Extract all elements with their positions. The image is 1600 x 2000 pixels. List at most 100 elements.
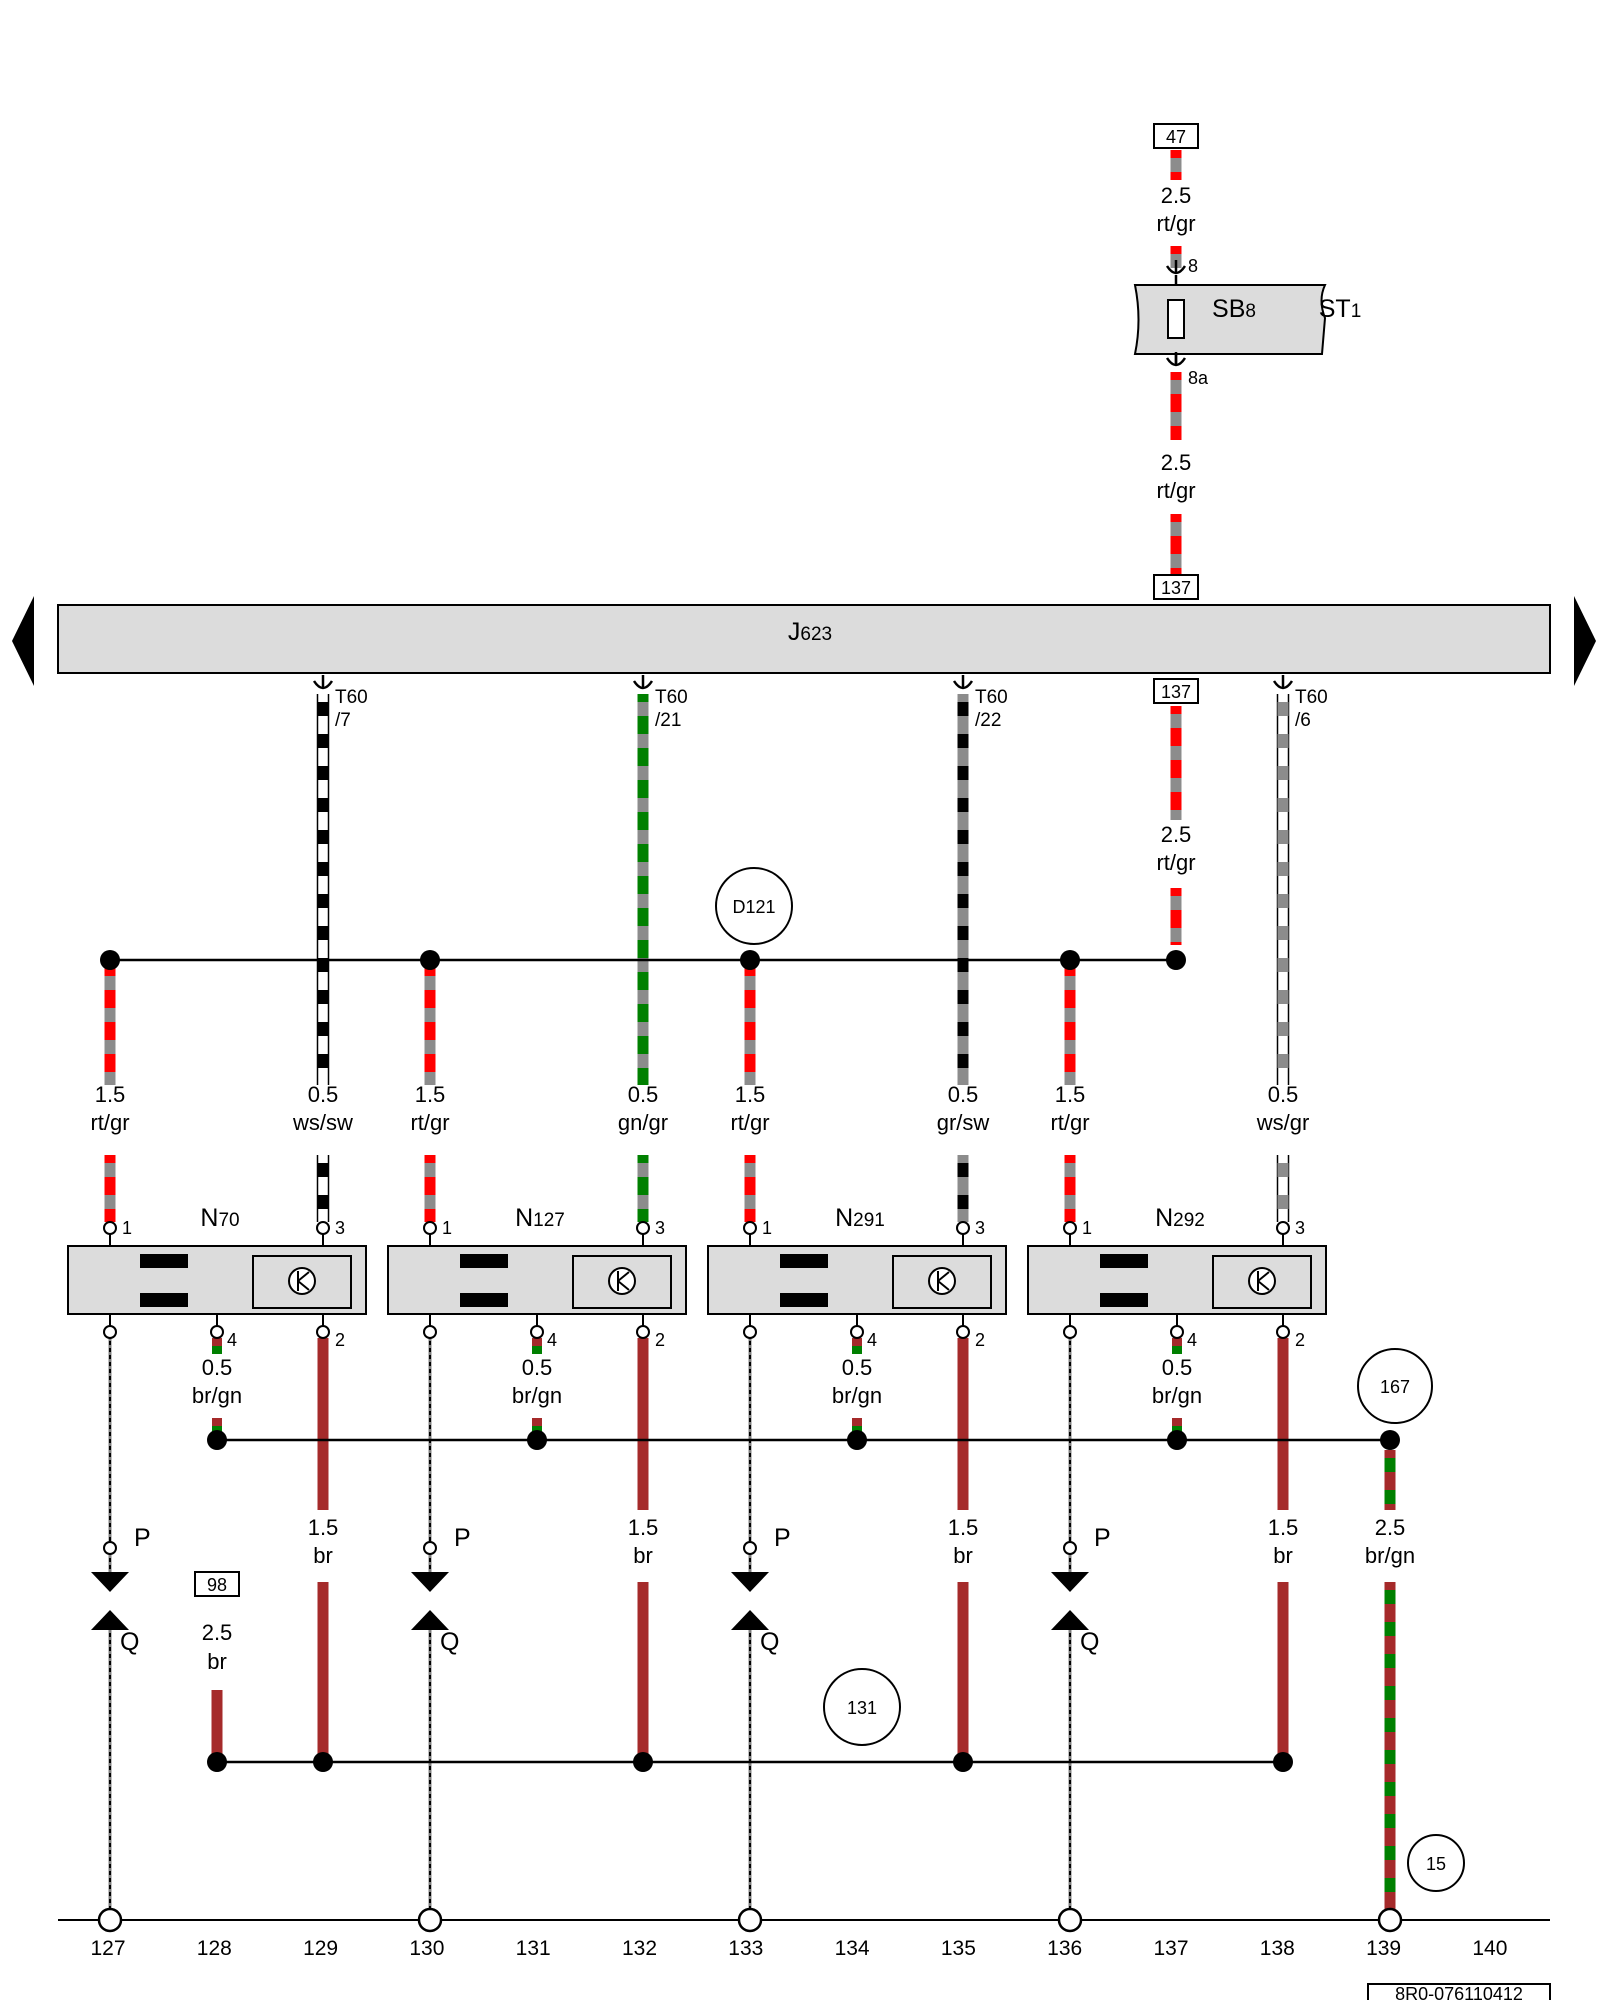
valve-n291-pin2-label: 2: [975, 1330, 985, 1350]
valve-n292-coil-lower: [1100, 1293, 1148, 1307]
ground-bus-br-junction-1: [207, 1752, 227, 1772]
valve-n291-label: N291: [835, 1204, 885, 1232]
track-number-136: 136: [1047, 1937, 1082, 1960]
connector-t60-2-pin: /21: [655, 710, 681, 731]
valve-n127-p-arrow-icon: [411, 1572, 449, 1592]
track-number-138: 138: [1260, 1937, 1295, 1960]
circle-167: [1357, 1348, 1433, 1424]
lines-layer: [58, 275, 1550, 1921]
control-unit-j623: [57, 604, 1551, 674]
valve-n292-pin1: [1063, 1221, 1077, 1235]
ground-bus-brgn-junction-2: [527, 1430, 547, 1450]
valve-n70-signal-label-size: 0.5: [308, 1082, 339, 1107]
connector-t60-3-label: T60: [975, 687, 1008, 708]
valve-n292-supply-label-color: rt/gr: [1050, 1110, 1089, 1135]
valve-n127-p-terminal: [423, 1541, 437, 1555]
valve-n292-p-terminal: [1063, 1541, 1077, 1555]
valve-n291-pin3-label: 3: [975, 1218, 985, 1238]
fuse-sb8-symbol: [1167, 299, 1185, 339]
valve-n292-ground-label-color: br: [1273, 1543, 1293, 1568]
valve-n70-p-terminal: [103, 1541, 117, 1555]
valve-n127-ground-label-size: 1.5: [628, 1515, 659, 1540]
valve-n292-transistor-symbol: [1257, 1271, 1270, 1291]
valve-n291-pin4: [850, 1325, 864, 1339]
valve-n127-signal-label-color: gn/gr: [618, 1110, 668, 1135]
connector-t60-1-pin: /7: [335, 710, 351, 731]
valve-n291-transistor-icon: [928, 1267, 956, 1295]
ground-98-color: br: [207, 1649, 227, 1674]
valve-n70-pin3: [316, 1221, 330, 1235]
connector-t60-4-pin: /6: [1295, 710, 1311, 731]
supply-bus-junction-2: [420, 950, 440, 970]
valve-n291-pin2: [956, 1325, 970, 1339]
valve-n127-q-terminal: [417, 1907, 443, 1933]
ground-bus-brgn-junction-1: [207, 1430, 227, 1450]
control-unit-j623-label-subscript: 623: [800, 624, 832, 645]
valve-n291-signal-label-size: 0.5: [948, 1082, 979, 1107]
page-arrow-right-icon[interactable]: [1574, 596, 1596, 686]
valve-n127-p-label: P: [454, 1524, 471, 1552]
valve-n291-transistor-symbol: [937, 1271, 950, 1291]
ground-98-size: 2.5: [202, 1620, 233, 1645]
valve-n70-pin1: [103, 1221, 117, 1235]
valve-n70-pin4: [210, 1325, 224, 1339]
ref-box-137-top-text: 137: [1161, 578, 1191, 598]
valve-n292-label-subscript: 292: [1173, 1210, 1205, 1231]
track-number-128: 128: [197, 1937, 232, 1960]
valve-n291-p-label: P: [774, 1524, 791, 1552]
valve-n292-pin2-label: 2: [1295, 1330, 1305, 1350]
valve-n291-signal-label-color: gr/sw: [937, 1110, 990, 1135]
valve-n292-ground-small-label-size: 0.5: [1162, 1355, 1193, 1380]
track-number-131: 131: [516, 1937, 551, 1960]
track-number-139: 139: [1366, 1937, 1401, 1960]
valve-n292-pin3-label: 3: [1295, 1218, 1305, 1238]
valve-n127-transistor-icon: [608, 1267, 636, 1295]
valve-n70-p-arrow-icon: [91, 1572, 129, 1592]
valve-n292-ground-small-label-color: br/gn: [1152, 1383, 1202, 1408]
ground-bus-brgn-junction-4: [1167, 1430, 1187, 1450]
ref-box-137-top: [1153, 574, 1199, 600]
valve-n127-q-arrow-icon: [411, 1610, 449, 1630]
valve-n70-signal-label-color: ws/sw: [292, 1110, 353, 1135]
valve-n291-q-label: Q: [760, 1628, 779, 1656]
valve-n127-pin3-label: 3: [655, 1218, 665, 1238]
valve-n292-q-label: Q: [1080, 1628, 1099, 1656]
valve-n127-pin-left-bottom: [423, 1325, 437, 1339]
supply-bus-junction-1: [100, 950, 120, 970]
valve-n292-p-arrow-icon: [1051, 1572, 1089, 1592]
fuse-holder-st1-label-subscript: 1: [1351, 301, 1362, 322]
valve-n70-transistor-symbol: [297, 1271, 310, 1291]
track-number-127: 127: [90, 1937, 125, 1960]
valve-n70-label: N70: [200, 1204, 239, 1232]
valve-n291-supply-label-color: rt/gr: [730, 1110, 769, 1135]
ref-box-98: [194, 1571, 240, 1597]
valve-n292-coil-upper: [1100, 1254, 1148, 1268]
track-number-130: 130: [409, 1937, 444, 1960]
valve-n70-supply-label-size: 1.5: [95, 1082, 126, 1107]
valve-n127-pin4-label: 4: [547, 1330, 557, 1350]
ground-bus-br-junction-2: [313, 1752, 333, 1772]
supply-bus-junction-3: [740, 950, 760, 970]
valve-n127-label: N127: [515, 1204, 565, 1232]
valve-n70-ground-small-label-size: 0.5: [202, 1355, 233, 1380]
wire-label-47-color: rt/gr: [1156, 211, 1195, 236]
valve-n292-pin4-label: 4: [1187, 1330, 1197, 1350]
page-arrow-left-icon[interactable]: [12, 596, 34, 686]
ref-box-47: [1153, 123, 1199, 149]
valve-n291-electronics: [892, 1255, 992, 1309]
valve-n291-p-arrow-icon: [731, 1572, 769, 1592]
valve-n127-electronics: [572, 1255, 672, 1309]
valve-n291-pin3: [956, 1221, 970, 1235]
valve-n127-label-subscript: 127: [533, 1210, 565, 1231]
valve-n291-pin4-label: 4: [867, 1330, 877, 1350]
valve-n70-q-arrow-icon: [91, 1610, 129, 1630]
connector-t60-2-label: T60: [655, 687, 688, 708]
valve-n70-coil-upper: [140, 1254, 188, 1268]
valve-n70-pin2-label: 2: [335, 1330, 345, 1350]
track-number-129: 129: [303, 1937, 338, 1960]
valve-n292-transistor-icon: [1248, 1267, 1276, 1295]
valve-n292-pin-left-bottom: [1063, 1325, 1077, 1339]
ground-bus-br-junction-4: [953, 1752, 973, 1772]
valve-n292-ground-label-size: 1.5: [1268, 1515, 1299, 1540]
